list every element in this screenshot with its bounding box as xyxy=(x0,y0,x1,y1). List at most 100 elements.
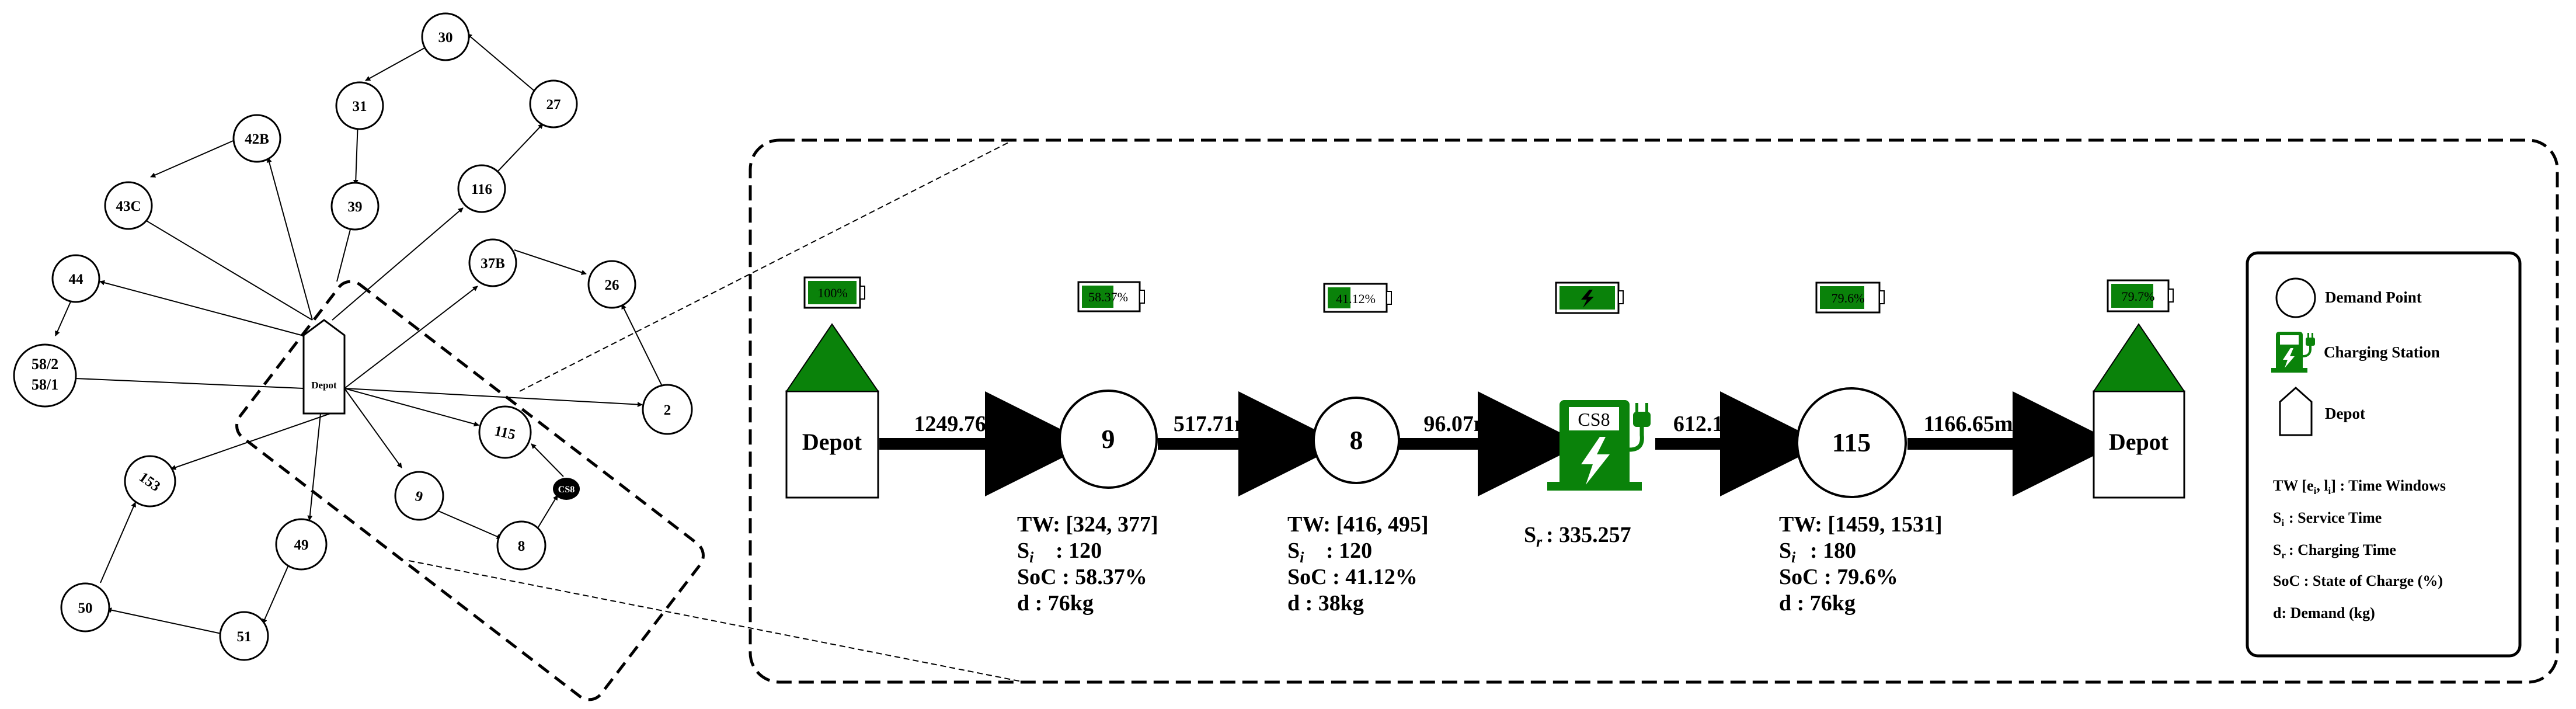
segment-labels: 1249.76m 517.71m 96.07m 612.13m 1166.65m xyxy=(914,412,2013,436)
end-depot: Depot xyxy=(2093,323,2185,499)
start-depot-label: Depot xyxy=(802,429,862,455)
edge-depot-37b xyxy=(344,286,478,389)
segment-2-distance: 517.71m xyxy=(1174,412,1253,436)
network-depot-label: Depot xyxy=(311,380,337,391)
stop-9-label: 9 xyxy=(1102,424,1115,454)
charging-station-cs8-label: CS8 xyxy=(1578,409,1610,430)
charging-time: : 335.257 xyxy=(1546,523,1631,547)
node-153: 153 xyxy=(124,455,176,508)
node-37b-label: 37B xyxy=(481,256,505,272)
legend-depot-icon xyxy=(2279,386,2313,436)
node-42b: 42B xyxy=(232,114,281,163)
legend-service-time: : Service Time xyxy=(2289,509,2382,526)
battery-stop-115-value: 79.6% xyxy=(1832,291,1865,305)
node-42b-label: 42B xyxy=(245,131,269,147)
network-map: 30 27 31 42B 39 116 43C 44 xyxy=(13,12,705,701)
battery-stop-115: 79.6% xyxy=(1815,281,1885,314)
stop-115-demand: d : 76kg xyxy=(1779,591,1856,616)
battery-end-depot-value: 79.7% xyxy=(2122,289,2155,304)
node-44-label: 44 xyxy=(69,272,84,287)
segment-4-distance: 612.13m xyxy=(1673,412,1753,436)
edge-30-31 xyxy=(365,43,433,81)
edge-49-51 xyxy=(262,565,289,624)
node-116-label: 116 xyxy=(471,182,492,197)
legend-charging-station-label: Charging Station xyxy=(2324,343,2440,361)
stop-9-service-symbol: Si xyxy=(1017,538,1034,566)
node-31-label: 31 xyxy=(353,99,367,114)
edge-depot-44 xyxy=(99,280,304,336)
cs8-plug-icon xyxy=(1633,403,1651,427)
node-51-label: 51 xyxy=(237,629,252,645)
edge-116-27 xyxy=(496,123,544,173)
legend-charging-station: Charging Station xyxy=(2271,332,2440,373)
stop-9-info: TW: [324, 377] Si : 120 SoC : 58.37% d :… xyxy=(1017,512,1158,616)
legend-depot-label: Depot xyxy=(2325,405,2365,422)
battery-stop-8: 41.12% xyxy=(1323,283,1392,313)
node-27-label: 27 xyxy=(546,97,561,113)
battery-end-depot: 79.7% xyxy=(2107,279,2174,312)
edge-cs8-115 xyxy=(531,443,564,477)
stop-8-tw: TW: [416, 495] xyxy=(1287,512,1429,537)
legend-circle-icon xyxy=(2275,277,2316,318)
edge-37b-26 xyxy=(514,249,587,275)
node-51: 51 xyxy=(219,611,269,661)
stop-9-demand: d : 76kg xyxy=(1017,591,1094,616)
stop-8-demand: d : 38kg xyxy=(1287,591,1364,616)
edge-depot-49 xyxy=(307,413,321,521)
segment-5-distance: 1166.65m xyxy=(1923,412,2013,436)
edge-depot-116 xyxy=(332,207,464,321)
charging-info: Sr : 335.257 xyxy=(1524,523,1631,550)
detail-panel-border xyxy=(749,138,2559,684)
stop-8: 8 xyxy=(1313,397,1400,484)
node-26-label: 26 xyxy=(605,277,619,293)
node-39: 39 xyxy=(330,182,380,231)
cs8-bolt-icon xyxy=(1581,437,1610,485)
stop-8-service: : 120 xyxy=(1326,538,1372,563)
node-30: 30 xyxy=(421,12,470,61)
network-depot: Depot xyxy=(302,319,346,415)
stop-115-label: 115 xyxy=(1832,428,1871,457)
stop-9-soc: SoC : 58.37% xyxy=(1017,565,1147,589)
charging-time-symbol: Sr xyxy=(1524,523,1543,550)
node-8-label: 8 xyxy=(518,538,525,554)
network-edges xyxy=(55,33,662,634)
node-115: 115 xyxy=(478,405,532,459)
node-58: 58/2 58/1 xyxy=(13,343,77,408)
edge-58-depot xyxy=(75,378,304,389)
stop-9: 9 xyxy=(1059,390,1158,489)
segment-1-distance: 1249.76m xyxy=(914,412,1004,436)
start-depot: Depot xyxy=(785,323,879,499)
legend-demand-point: Demand Point xyxy=(2275,277,2422,318)
end-depot-label: Depot xyxy=(2109,429,2169,455)
node-37b: 37B xyxy=(468,238,517,287)
node-43c-label: 43C xyxy=(116,199,141,214)
stop-8-service-symbol: Si xyxy=(1287,538,1304,566)
network-cs8: CS8 xyxy=(553,478,580,500)
edge-31-39 xyxy=(353,120,358,185)
edge-51-50 xyxy=(106,607,222,634)
battery-charging xyxy=(1555,281,1624,314)
node-2-label: 2 xyxy=(664,402,671,418)
node-58-label-line2: 58/1 xyxy=(32,376,58,393)
stop-115-service: : 180 xyxy=(1810,538,1856,563)
edge-42b-43c xyxy=(150,139,236,178)
charging-station-cs8: CS8 xyxy=(1547,400,1651,491)
stop-115-info: TW: [1459, 1531] Si : 180 SoC : 79.6% d … xyxy=(1779,512,1943,616)
zoom-connectors xyxy=(408,140,1025,683)
node-2: 2 xyxy=(642,384,693,435)
legend-depot: Depot xyxy=(2279,386,2365,436)
route-detail-panel: 1249.76m 517.71m 96.07m 612.13m 1166.65m… xyxy=(749,138,2559,684)
edge-depot-153 xyxy=(170,413,331,470)
node-26: 26 xyxy=(587,260,636,309)
battery-start-depot-value: 100% xyxy=(817,286,847,300)
node-30-label: 30 xyxy=(438,30,453,46)
battery-charging-bolt-icon xyxy=(1581,290,1594,308)
legend-demand: d: Demand (kg) xyxy=(2273,604,2375,621)
battery-stop-8-value: 41.12% xyxy=(1336,291,1376,306)
stop-9-tw: TW: [324, 377] xyxy=(1017,512,1158,537)
stop-115-tw: TW: [1459, 1531] xyxy=(1779,512,1943,537)
edge-44-58 xyxy=(55,298,72,336)
edge-depot-2 xyxy=(344,388,643,408)
stop-115-soc: SoC : 79.6% xyxy=(1779,565,1898,589)
